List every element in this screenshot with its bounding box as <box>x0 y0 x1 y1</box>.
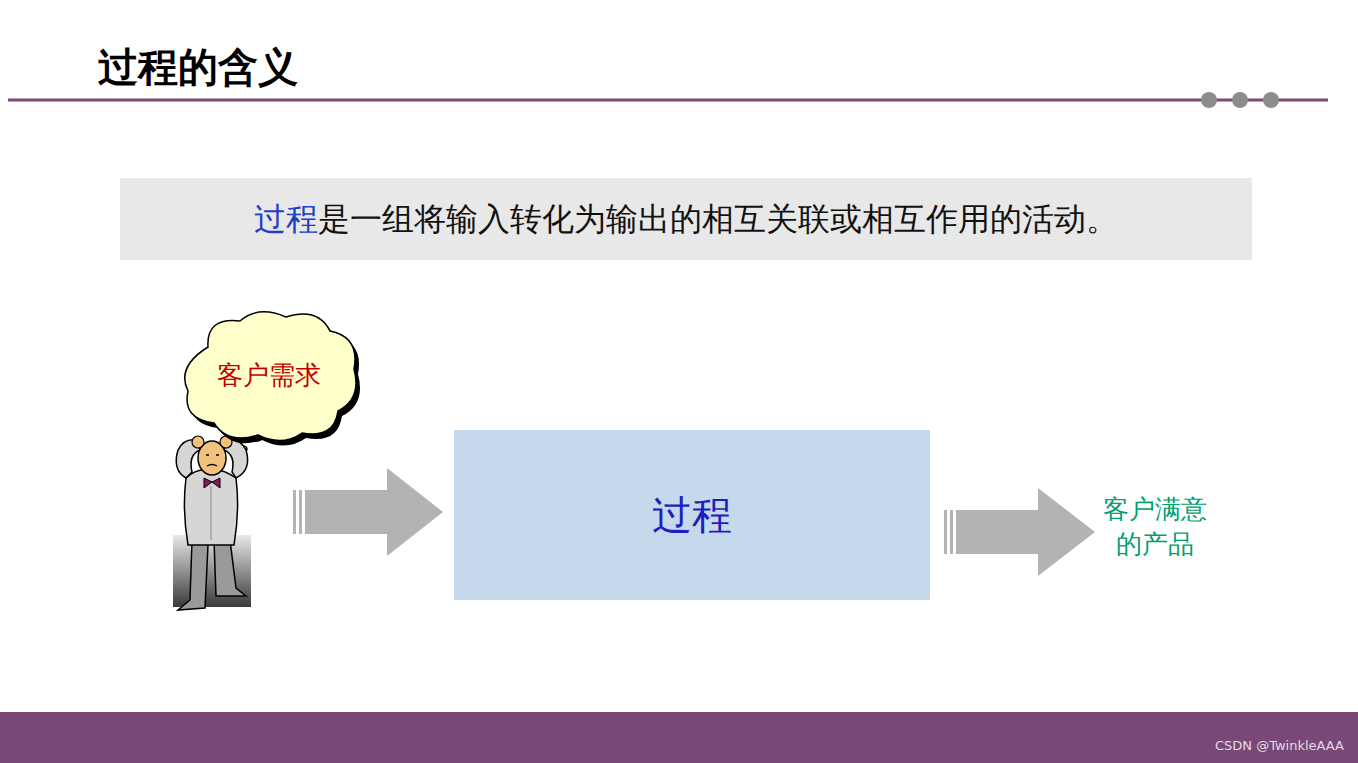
process-box: 过程 <box>454 430 930 600</box>
definition-band: 过程是一组将输入转化为输出的相互关联或相互作用的活动。 <box>120 178 1252 260</box>
arrow-stripe <box>293 490 296 534</box>
node-text: 过程 <box>254 200 318 238</box>
person-illustration <box>173 436 251 610</box>
watermark: CSDN @TwinkleAAA <box>1215 738 1344 753</box>
node-text: 过程 <box>652 491 732 539</box>
text-line: 过程是一组将输入转化为输出的相互关联或相互作用的活动。 <box>254 200 1118 238</box>
arrow-body <box>305 468 443 556</box>
header-rule <box>8 99 1328 102</box>
header-dot <box>1263 92 1279 108</box>
slide-title: 过程的含义 <box>98 40 298 95</box>
footer-band <box>0 712 1358 763</box>
block-arrow <box>293 468 443 556</box>
node-text: 是一组将输入转化为输出的相互关联或相互作用的活动。 <box>318 200 1118 238</box>
arrow-stripe <box>299 490 302 534</box>
need-cloud: 客户需求 <box>178 307 360 445</box>
output-label: 客户满意的产品 <box>1100 492 1210 561</box>
header-dot <box>1232 92 1248 108</box>
node-text: 客户需求 <box>217 360 321 391</box>
output-arrow <box>944 488 1095 576</box>
header-dot <box>1201 92 1217 108</box>
cloud-fill <box>185 312 356 441</box>
